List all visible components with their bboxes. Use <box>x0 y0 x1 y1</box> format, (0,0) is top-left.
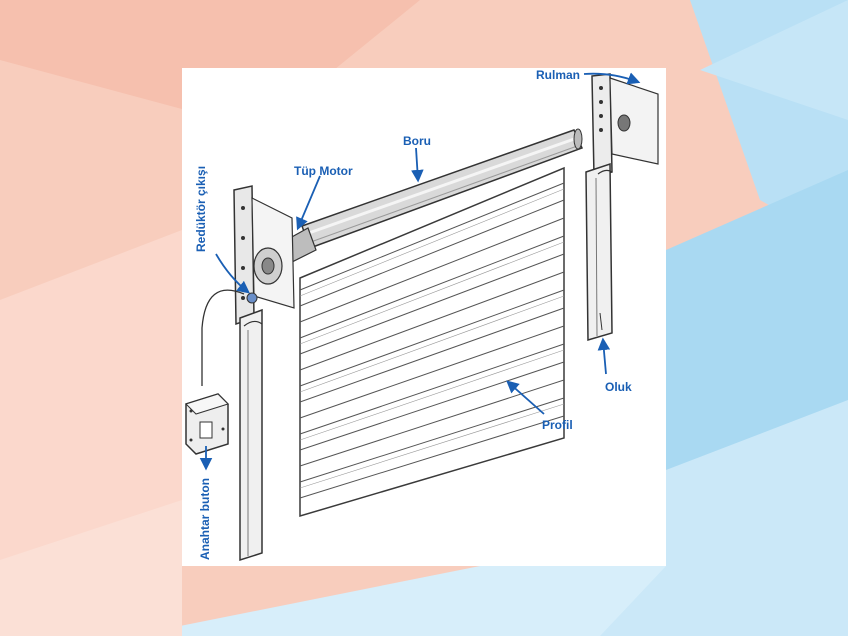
key-switch-box <box>185 393 229 455</box>
label-oluk: Oluk <box>605 380 632 394</box>
tube <box>301 128 584 249</box>
left-guide-rail <box>239 308 263 562</box>
diagram-panel: Rulman Boru Tüp Motor Redüktör çıkışı Ol… <box>182 68 666 566</box>
label-rulman: Rulman <box>536 68 581 82</box>
roller-shutter-diagram <box>185 72 659 562</box>
shutter-curtain <box>299 166 565 518</box>
right-guide-rail <box>585 162 613 341</box>
label-tup-motor: Tüp Motor <box>294 164 353 178</box>
label-profil: Profil <box>542 418 573 432</box>
label-boru: Boru <box>403 134 431 148</box>
label-arrows <box>199 72 641 471</box>
left-bracket <box>233 185 295 326</box>
label-reduktor-cikisi: Redüktör çıkışı <box>194 165 208 252</box>
label-anahtar-buton: Anahtar buton <box>198 478 212 560</box>
motor-cable <box>201 289 245 386</box>
right-bracket <box>591 73 659 177</box>
